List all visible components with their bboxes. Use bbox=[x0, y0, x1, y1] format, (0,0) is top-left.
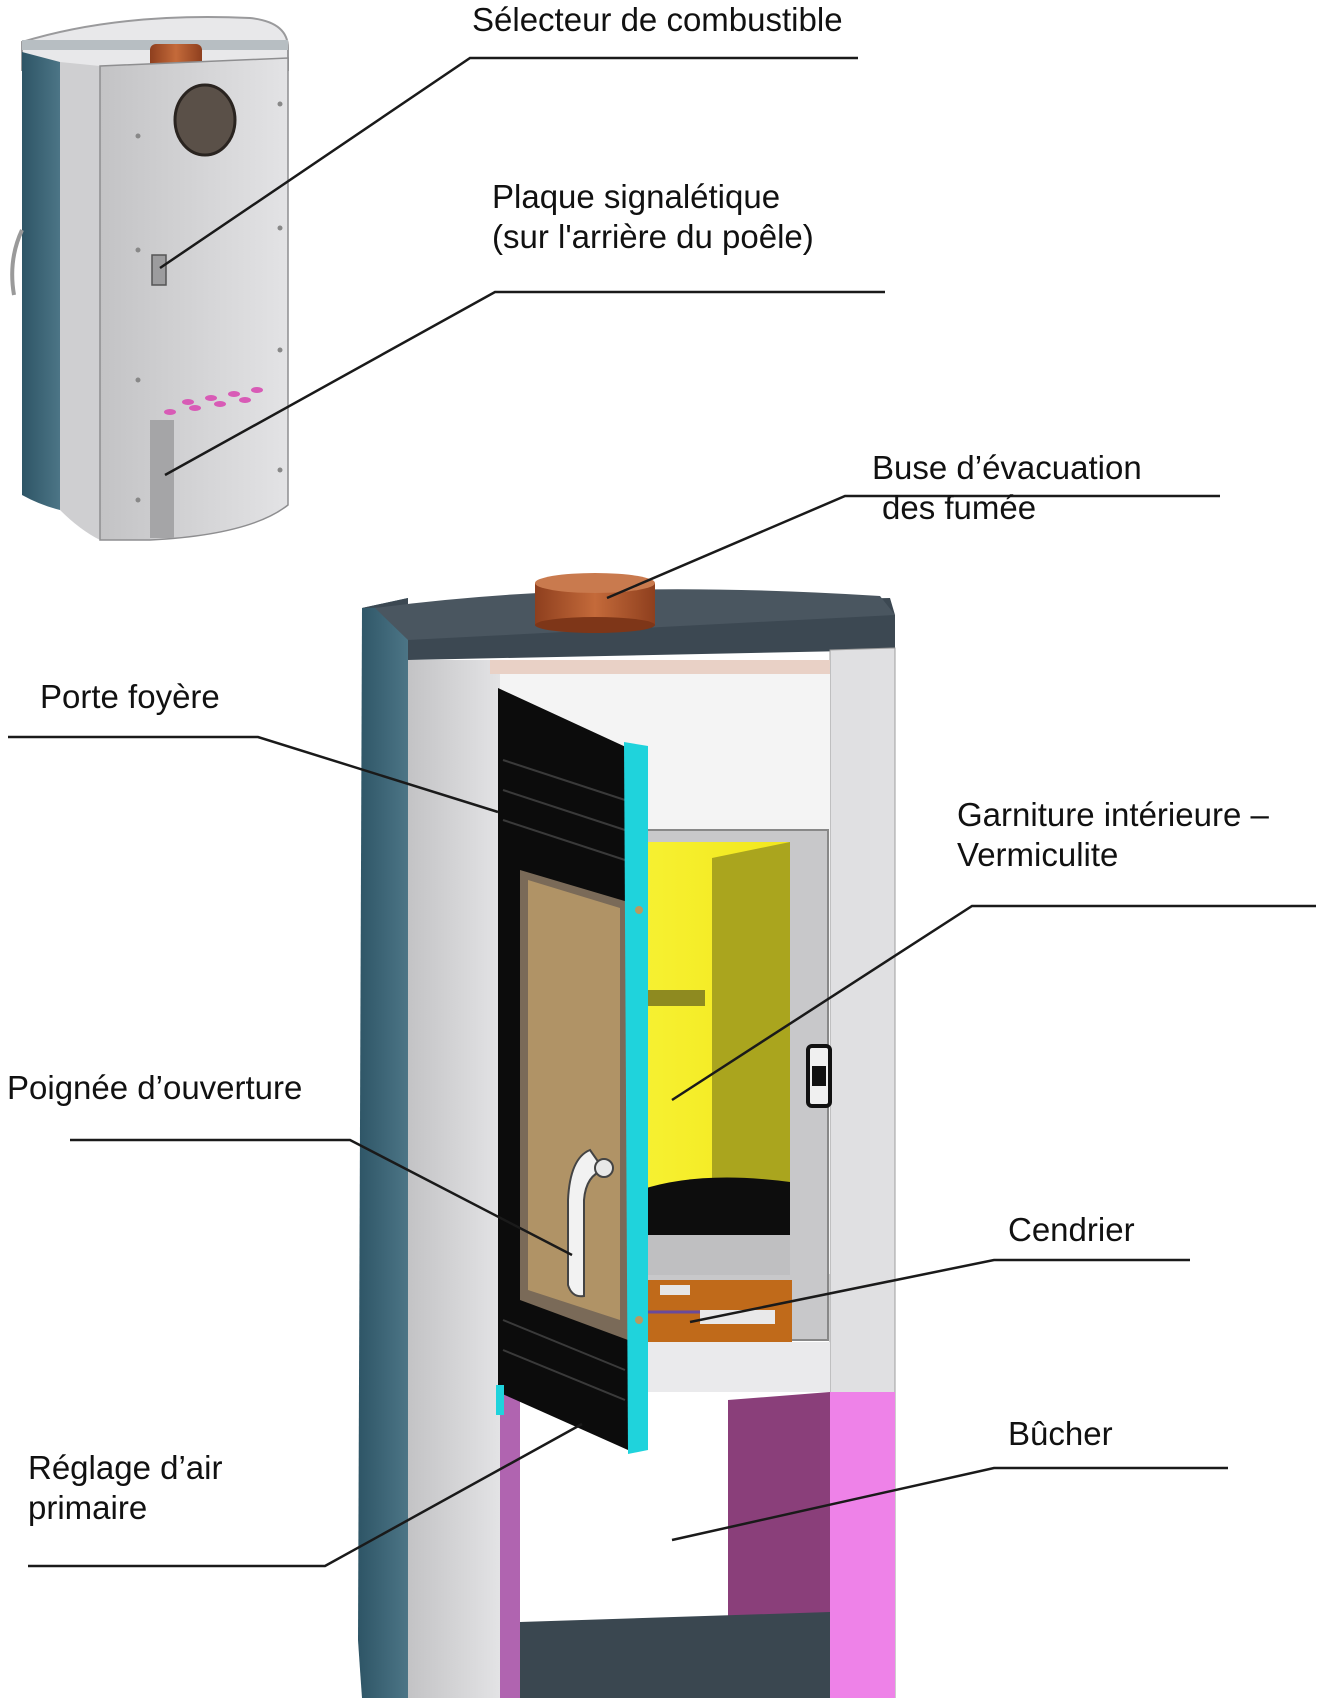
fire-door bbox=[498, 688, 648, 1454]
label-opening-handle: Poignée d’ouverture bbox=[7, 1069, 303, 1106]
label-log-store: Bûcher bbox=[1008, 1415, 1113, 1452]
rating-plate bbox=[150, 420, 174, 538]
rear-side-handle bbox=[10, 229, 24, 296]
leader-ash-pan bbox=[689, 1258, 1190, 1324]
rear-vent-slots bbox=[164, 387, 263, 415]
leader-fuel-selector bbox=[159, 56, 858, 270]
label-ash-pan: Cendrier bbox=[1008, 1211, 1135, 1248]
label-interior-lining: Garniture intérieure – Vermiculite bbox=[957, 796, 1269, 873]
front-view-stove bbox=[358, 573, 896, 1698]
leader-primary-air bbox=[28, 1422, 583, 1568]
rear-left-side bbox=[22, 52, 60, 510]
front-left-side bbox=[358, 598, 408, 1698]
leader-lines bbox=[8, 56, 1316, 1568]
label-fire-door: Porte foyère bbox=[40, 678, 220, 715]
leader-log-store bbox=[671, 1466, 1228, 1542]
rear-view-stove bbox=[10, 16, 289, 541]
primary-air-slider bbox=[496, 1385, 504, 1415]
leader-handle bbox=[70, 1138, 573, 1257]
leader-fire-door bbox=[8, 735, 499, 814]
leader-rating-plate bbox=[164, 290, 885, 477]
vermiculite-lining bbox=[640, 842, 790, 1193]
firebox-hearth bbox=[640, 1235, 790, 1275]
door-edge bbox=[624, 742, 648, 1454]
door-handle bbox=[567, 1148, 606, 1298]
label-flue-outlet: Buse d’évacuation des fumée bbox=[872, 449, 1142, 526]
firebox-grate bbox=[640, 1177, 790, 1245]
rear-main-panel bbox=[99, 57, 289, 541]
door-latch bbox=[806, 1044, 832, 1108]
front-left-pillar bbox=[408, 660, 500, 1698]
label-primary-air: Réglage d’air primaire bbox=[28, 1449, 223, 1526]
label-rating-plate: Plaque signalétique (sur l'arrière du po… bbox=[492, 178, 814, 255]
rear-screws bbox=[135, 101, 283, 503]
fuel-selector-knob bbox=[151, 254, 167, 286]
rear-flue-opening bbox=[173, 83, 237, 157]
log-store bbox=[500, 1392, 895, 1698]
front-top-interior bbox=[490, 660, 830, 674]
flue-outlet bbox=[535, 573, 655, 633]
label-fuel-selector: Sélecteur de combustible bbox=[472, 1, 843, 38]
rear-back-panel bbox=[60, 62, 100, 540]
door-louvres bbox=[502, 759, 626, 1401]
ash-pan bbox=[640, 1280, 792, 1342]
leader-flue bbox=[606, 494, 1220, 600]
leader-lining bbox=[671, 904, 1316, 1102]
